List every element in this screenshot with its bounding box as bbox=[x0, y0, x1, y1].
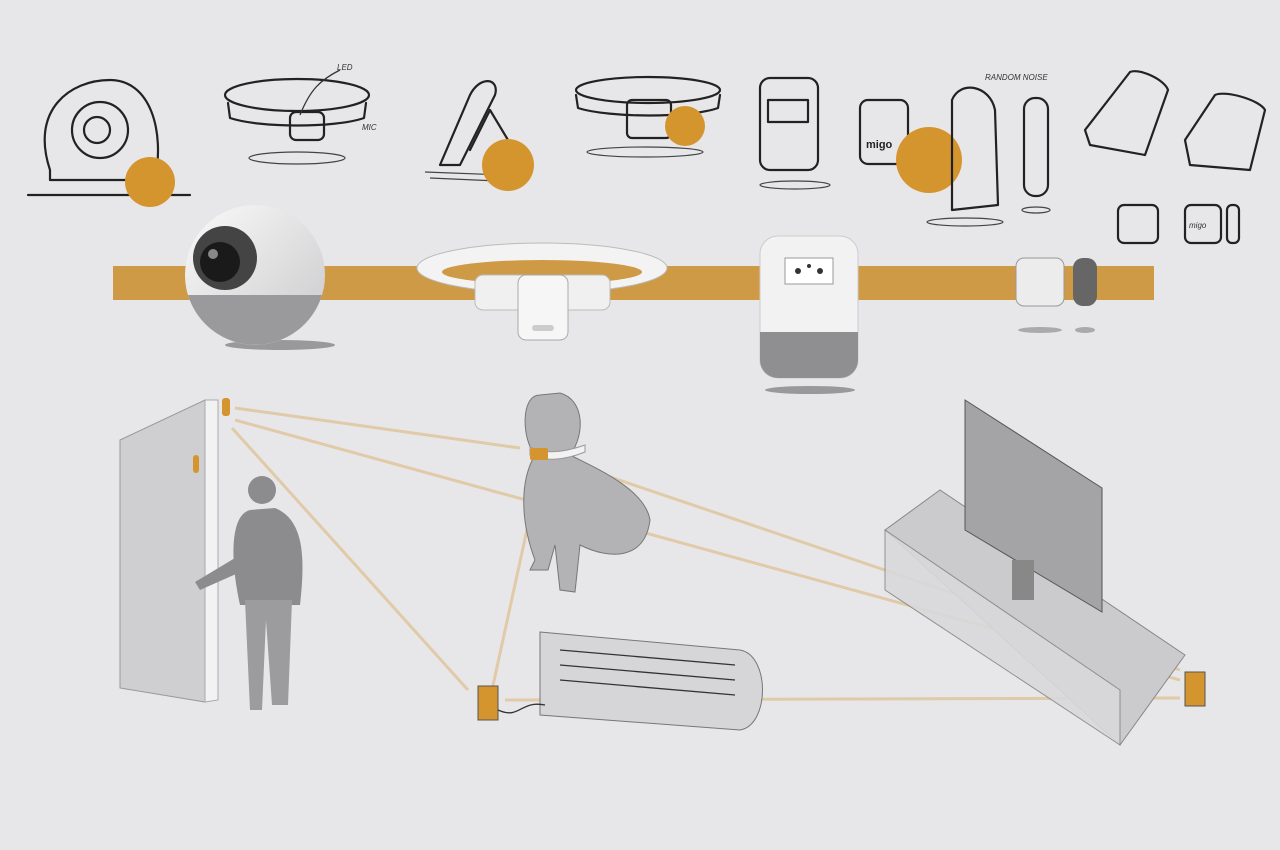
dog bbox=[523, 392, 651, 593]
accent-dot bbox=[896, 127, 962, 193]
door-sensor bbox=[222, 398, 230, 416]
door-sensor-render bbox=[1015, 257, 1097, 333]
person bbox=[195, 476, 303, 710]
sketch-collar-side bbox=[424, 80, 534, 191]
accent-dot bbox=[665, 106, 705, 146]
tv-stand bbox=[884, 399, 1206, 746]
led-label: LED bbox=[337, 63, 353, 72]
brand-sketch-label: migo bbox=[866, 139, 893, 151]
tv-outlet bbox=[1184, 671, 1206, 707]
random-noise-label: RANDOM NOISE bbox=[985, 73, 1048, 82]
sketch-plugs: migo RANDOM NOISE bbox=[758, 73, 1051, 227]
sketch-camera bbox=[26, 78, 192, 207]
air-conditioner bbox=[477, 631, 763, 731]
brand-sketch-label-2: migo bbox=[1189, 221, 1207, 230]
accent-dot bbox=[125, 157, 175, 207]
plug-render bbox=[759, 235, 859, 394]
sketch-collar-2 bbox=[574, 75, 722, 158]
door bbox=[119, 398, 230, 703]
ac-outlet bbox=[477, 685, 499, 721]
camera-render bbox=[185, 205, 335, 350]
collar-render bbox=[416, 242, 668, 341]
sketch-collar: LED MIC bbox=[223, 63, 377, 165]
sketch-sensors: migo bbox=[1083, 70, 1267, 245]
accent-dot bbox=[482, 139, 534, 191]
mic-label: MIC bbox=[362, 123, 377, 132]
